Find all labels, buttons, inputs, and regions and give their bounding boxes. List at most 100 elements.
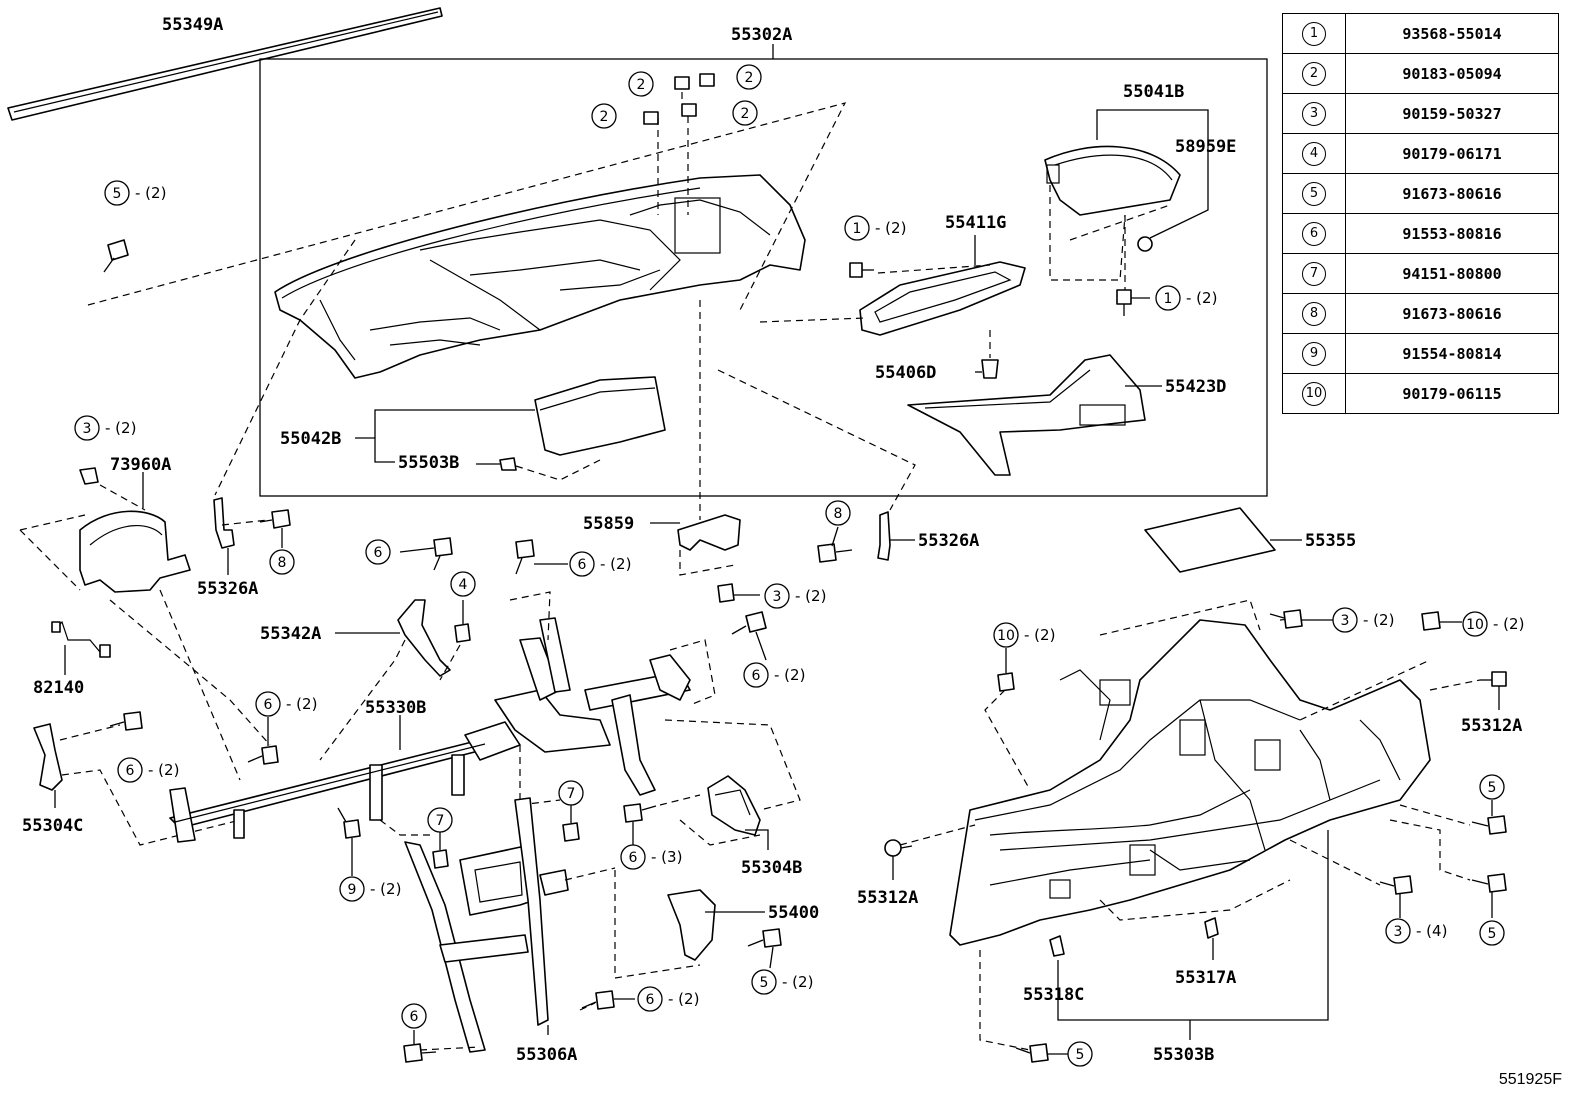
part-82140-harness[interactable] [51,620,111,658]
part-55326A-left[interactable] [213,497,235,549]
screw-9[interactable] [337,807,361,839]
part-55304C-bracket[interactable] [33,723,63,791]
leader-55041B [1096,109,1209,239]
callout-1[interactable]: 1- (2) [1155,285,1217,311]
part-55317A[interactable] [1204,917,1219,939]
callout-6[interactable]: 6- (2) [255,691,317,717]
callout-5[interactable]: 5 [1479,774,1505,800]
callout-2[interactable]: 2 [732,100,758,126]
callout-8[interactable]: 8 [825,500,851,526]
callout-circle [1479,920,1505,946]
reference-part-number[interactable]: 91673-80616 [1345,173,1559,214]
callout-3[interactable]: 3- (2) [764,583,826,609]
label-55406D: 55406D [875,363,936,383]
callout-10[interactable]: 10- (2) [993,622,1055,648]
callout-6[interactable]: 6- (2) [117,757,179,783]
screw-6-beam-top[interactable] [515,539,535,575]
part-55406D-clip[interactable] [981,359,999,379]
screw-6-beam-left[interactable] [247,745,279,765]
screw-3-55859[interactable] [717,583,735,603]
part-55312A-clip-right[interactable] [1480,671,1507,687]
screw-8-right[interactable] [817,543,853,563]
screw-6-55306A-left[interactable] [403,1043,437,1063]
callout-6[interactable]: 6 [401,1003,427,1029]
part-instrument-panel[interactable] [274,174,806,379]
callout-3[interactable]: 3- (2) [1332,607,1394,633]
part-55326A-right[interactable] [877,511,891,561]
part-55503B[interactable] [499,457,517,471]
part-55042B-box[interactable] [534,376,666,456]
part-55303B-frame[interactable] [949,619,1431,946]
callout-6[interactable]: 6- (3) [620,844,682,870]
screw-upper-right[interactable] [1116,289,1132,316]
nut-10-left[interactable] [997,672,1015,692]
part-58959E-stopper[interactable] [1137,236,1153,252]
callout-3[interactable]: 3- (4) [1385,918,1447,944]
screw-upper-left[interactable] [849,262,874,278]
callout-5[interactable]: 5- (2) [751,969,813,995]
part-55355-panel[interactable] [1144,507,1276,573]
callout-1[interactable]: 1- (2) [844,215,906,241]
callout-2[interactable]: 2 [591,103,617,129]
nut-7-left[interactable] [432,849,449,869]
screw-5-bottom[interactable] [1015,1043,1049,1063]
callout-3[interactable]: 3- (2) [74,415,136,441]
callout-5[interactable]: 5 [1067,1041,1093,1067]
callout-7[interactable]: 7 [427,807,453,833]
part-73960A-airbag[interactable] [79,510,191,593]
reference-part-number[interactable]: 93568-55014 [1345,13,1559,54]
nut-7-right[interactable] [562,822,580,842]
callout-2[interactable]: 2 [628,71,654,97]
screw-6-55304C[interactable] [109,711,143,731]
callout-key: 3 [1341,613,1350,629]
clip-parts[interactable] [643,73,715,125]
part-55318C[interactable] [1049,935,1065,957]
screw-5-upper-left[interactable] [103,239,129,273]
label-55326A-left: 55326A [197,579,258,599]
nut-10-right[interactable] [1421,611,1441,631]
reference-part-number[interactable]: 90159-50327 [1345,93,1559,134]
screw-3-frame[interactable] [1269,609,1303,629]
part-55304B-bracket[interactable] [707,775,761,836]
reference-part-number[interactable]: 90183-05094 [1345,53,1559,94]
reference-part-number[interactable]: 94151-80800 [1345,253,1559,294]
screw-8-left[interactable] [259,509,291,529]
part-55330B-beam[interactable] [169,617,691,843]
part-55342A-bracket[interactable] [397,599,451,677]
screw-3-frame-bottom[interactable] [1379,875,1413,895]
reference-part-number[interactable]: 91673-80616 [1345,293,1559,334]
callout-5[interactable]: 5- (2) [104,180,166,206]
callout-10[interactable]: 10- (2) [1462,611,1524,637]
callout-6[interactable]: 6- (2) [743,662,805,688]
callout-8[interactable]: 8 [269,549,295,575]
screw-5-55400[interactable] [747,928,782,948]
part-55306A-brace[interactable] [404,797,569,1053]
reference-part-number[interactable]: 90179-06115 [1345,373,1559,414]
part-55423D-panel[interactable] [907,354,1146,476]
screw-6-55304B[interactable] [623,803,657,823]
screw-5-right-b[interactable] [1471,873,1507,893]
callout-6[interactable]: 6 [365,539,391,565]
screw-5-right-a[interactable] [1471,815,1507,835]
callout-2[interactable]: 2 [736,64,762,90]
reference-part-number[interactable]: 91554-80814 [1345,333,1559,374]
screw-6-55342A[interactable] [433,537,453,571]
part-55349A-molding[interactable] [7,7,443,121]
callout-5[interactable]: 5 [1479,920,1505,946]
callout-9[interactable]: 9- (2) [339,876,401,902]
callout-4[interactable]: 4 [450,571,476,597]
screw-6-55306A-right[interactable] [581,990,615,1010]
part-55859-bracket[interactable] [677,514,741,551]
callout-6[interactable]: 6- (2) [637,986,699,1012]
part-55400-bracket[interactable] [667,889,716,961]
part-55312A-clip-left[interactable] [884,839,913,857]
reference-part-number[interactable]: 91553-80816 [1345,213,1559,254]
reference-part-number[interactable]: 90179-06171 [1345,133,1559,174]
screw-3-airbag[interactable] [79,467,99,485]
callout-7[interactable]: 7 [558,780,584,806]
nut-4[interactable] [454,623,471,643]
callout-6[interactable]: 6- (2) [569,551,631,577]
part-55411G-register[interactable] [859,261,1026,336]
part-55041B-box[interactable] [1044,145,1181,216]
screw-6-beam-right[interactable] [731,611,767,635]
